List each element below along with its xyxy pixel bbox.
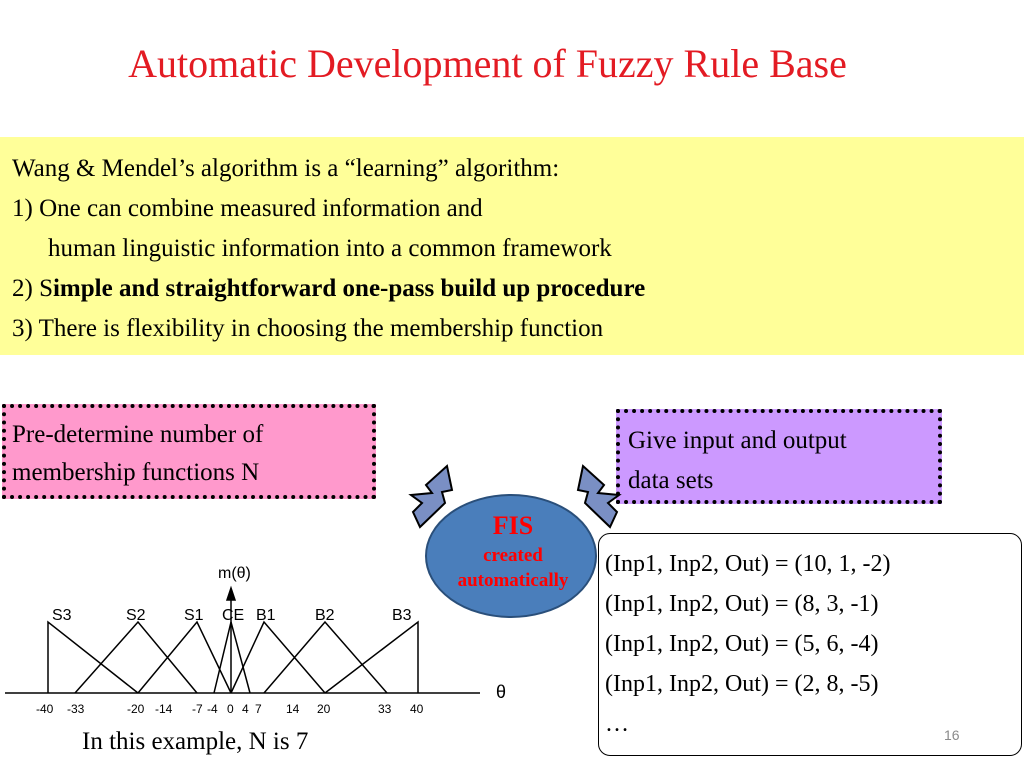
- membership-count-box: Pre-determine number of membership funct…: [2, 404, 376, 499]
- data-row: (Inp1, Inp2, Out) = (8, 3, -1): [605, 591, 879, 617]
- tick-label: -33: [67, 702, 85, 716]
- plot-caption: In this example, N is 7: [82, 728, 309, 755]
- tick-label: -20: [127, 702, 145, 716]
- data-sets-box: Give input and output data sets: [616, 409, 942, 504]
- membership-count-text-1: Pre-determine number of: [12, 421, 264, 448]
- y-axis-label: m(θ): [218, 565, 251, 582]
- summary-point-1-continued: human linguistic information into a comm…: [48, 235, 612, 262]
- set-label-b1: B1: [256, 607, 276, 624]
- mf-b1: [230, 620, 326, 694]
- summary-point-1: 1) One can combine measured information …: [12, 195, 483, 222]
- tick-label: 33: [378, 702, 392, 716]
- membership-function-plot: [5, 585, 480, 694]
- tick-label: -4: [207, 702, 218, 716]
- summary-point-2: 2) Simple and straightforward one-pass b…: [12, 269, 1012, 309]
- fis-created: created: [483, 545, 543, 566]
- data-sets-text-1: Give input and output: [628, 427, 847, 454]
- page-number: 16: [944, 727, 960, 743]
- data-row: (Inp1, Inp2, Out) = (2, 8, -5): [605, 671, 879, 697]
- tick-label: 0: [227, 702, 234, 716]
- mf-s3: [47, 620, 139, 694]
- tick-label: 14: [286, 702, 300, 716]
- set-label-ce: CE: [222, 607, 244, 624]
- mf-s2: [74, 620, 198, 694]
- fis-automatically: automatically: [458, 570, 569, 591]
- mf-b3: [324, 620, 419, 694]
- tick-label: -40: [36, 702, 54, 716]
- summary-point-2-bold: imple and straightforward one-pass build…: [52, 275, 646, 302]
- set-label-s3: S3: [52, 607, 72, 624]
- membership-count-text-2: membership functions N: [12, 459, 260, 486]
- tick-labels: -40 -33 -20 -14 -7 -4 0 4 7 14 20 33 40: [36, 702, 424, 716]
- data-sets-text-2: data sets: [628, 467, 714, 494]
- algorithm-summary-box: Wang & Mendel’s algorithm is a “learning…: [0, 137, 1024, 355]
- summary-point-2-prefix: 2) S: [12, 275, 53, 302]
- data-row-ellipsis: …: [605, 711, 629, 737]
- fis-node: FIS created automatically: [425, 494, 597, 618]
- x-axis-label: θ: [496, 682, 506, 702]
- tick-label: 20: [317, 702, 331, 716]
- summary-point-3: 3) There is flexibility in choosing the …: [12, 315, 604, 342]
- set-label-b2: B2: [315, 607, 335, 624]
- set-label-s1: S1: [184, 607, 204, 624]
- right-arrow: [576, 464, 622, 529]
- mf-b2: [263, 620, 388, 694]
- tick-label: -7: [192, 702, 203, 716]
- set-label-b3: B3: [392, 607, 412, 624]
- left-arrow: [408, 464, 454, 529]
- tick-label: -14: [155, 702, 173, 716]
- fis-label: FIS: [493, 511, 533, 540]
- plot-labels: m(θ) θ S3 S2 S1 CE B1 B2 B3 -40 -33 -20 …: [36, 565, 506, 716]
- mf-ce: [213, 621, 251, 694]
- data-row: (Inp1, Inp2, Out) = (5, 6, -4): [605, 631, 879, 657]
- tick-label: 40: [410, 702, 424, 716]
- data-row: (Inp1, Inp2, Out) = (10, 1, -2): [605, 551, 891, 577]
- set-label-s2: S2: [126, 607, 146, 624]
- summary-line-intro: Wang & Mendel’s algorithm is a “learning…: [12, 155, 560, 182]
- slide-title: Automatic Development of Fuzzy Rule Base: [128, 41, 847, 86]
- y-axis-arrowhead: [225, 585, 237, 601]
- tick-label: 4: [242, 702, 249, 716]
- tick-label: 7: [255, 702, 262, 716]
- data-sets-list: (Inp1, Inp2, Out) = (10, 1, -2) (Inp1, I…: [598, 533, 1022, 756]
